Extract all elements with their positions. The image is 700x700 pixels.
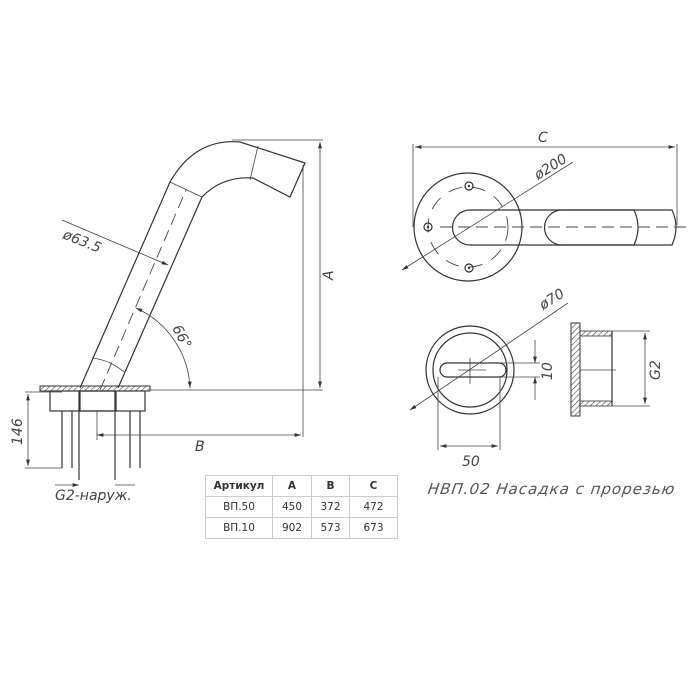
thread-label: G2-наруж. — [55, 488, 132, 504]
header-b: B — [311, 475, 350, 497]
base-side-view — [39, 385, 151, 480]
nozzle-thread-label: G2 — [648, 360, 664, 380]
cell-a: 450 — [272, 496, 312, 518]
table-header-row: Артикул A B C — [205, 475, 398, 497]
nozzle-diameter-label: ø70 — [536, 286, 568, 314]
cell-b: 573 — [311, 517, 350, 539]
dim-a-label: A — [321, 270, 337, 281]
pipe-side-view — [79, 141, 306, 391]
table-row: ВП.10 902 573 673 — [205, 517, 398, 539]
nozzle-front-view — [409, 302, 569, 450]
pipe-diameter-label: ø63.5 — [60, 226, 104, 256]
cell-b: 372 — [311, 496, 350, 518]
dimensions-side-view — [25, 139, 323, 487]
cell-c: 472 — [349, 496, 398, 518]
nozzle-side-section — [570, 322, 650, 417]
header-c: C — [349, 475, 398, 497]
cell-article: ВП.10 — [205, 517, 273, 539]
cell-a: 902 — [272, 517, 312, 539]
cell-c: 673 — [349, 517, 398, 539]
nozzle-caption: НВП.02 Насадка с прорезью — [426, 480, 677, 498]
dimensions-table: Артикул A B C ВП.50 450 372 472 ВП.10 90… — [205, 475, 398, 539]
dim-c-label: C — [538, 130, 548, 146]
base-height-label: 146 — [10, 418, 26, 445]
table-row: ВП.50 450 372 472 — [205, 496, 398, 518]
slot-length-label: 50 — [462, 454, 480, 470]
header-a: A — [272, 475, 312, 497]
flange-top-view — [401, 144, 690, 282]
cell-article: ВП.50 — [205, 496, 273, 518]
dim-b-label: B — [195, 439, 205, 455]
flange-diameter-label: ø200 — [531, 151, 570, 184]
header-article: Артикул — [205, 475, 273, 497]
angle-label: 66° — [168, 322, 194, 351]
slot-width-label: 10 — [540, 362, 556, 380]
